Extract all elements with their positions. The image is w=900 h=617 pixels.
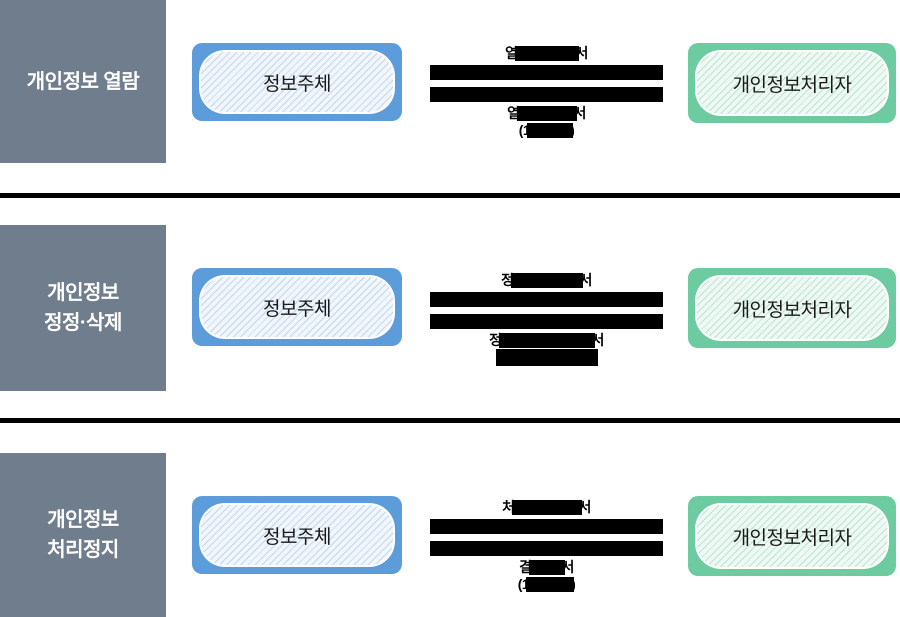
category-label-line2: 정정·삭제	[44, 312, 122, 334]
response-deadline-prefix: (1	[517, 576, 530, 592]
redaction-box	[514, 45, 579, 61]
response-deadline: (1 )	[519, 121, 575, 139]
response-label-suffix: 서	[561, 559, 575, 575]
redaction-box	[516, 105, 577, 121]
processor-label: 개인정보처리자	[695, 50, 889, 116]
processor-label: 개인정보처리자	[695, 503, 889, 569]
response-deadline-prefix: (1	[518, 122, 531, 138]
category-box: 개인정보 열람	[0, 0, 166, 163]
response-label-suffix: 서	[591, 332, 605, 348]
data-subject-box: 정보주체	[192, 496, 402, 574]
request-label: 처 서	[502, 499, 591, 515]
request-label-suffix: 서	[575, 45, 589, 61]
redaction-box	[511, 499, 582, 515]
response-arrow-bar	[430, 541, 663, 556]
category-label-line1: 개인정보	[47, 509, 119, 531]
category-label-line2: 처리정지	[47, 539, 119, 561]
arrow-cluster: 정 서 정 서	[430, 272, 663, 366]
response-deadline-suffix: )	[571, 576, 576, 592]
data-subject-label: 정보주체	[199, 275, 395, 339]
response-arrow-bar	[430, 87, 663, 102]
response-deadline	[495, 348, 598, 366]
data-subject-box: 정보주체	[192, 43, 402, 121]
response-deadline-suffix: )	[570, 122, 575, 138]
processor-label: 개인정보처리자	[695, 275, 889, 341]
arrow-cluster: 열 서 열 서 (1 )	[430, 45, 663, 139]
request-label-suffix: 서	[579, 272, 593, 288]
category-box: 개인정보 정정·삭제	[0, 225, 166, 391]
category-box: 개인정보 처리정지	[0, 453, 166, 617]
section-divider	[0, 193, 900, 198]
arrow-cluster: 처 서 결 서 (1 )	[430, 499, 663, 593]
response-label-suffix: 서	[573, 105, 587, 121]
section-divider	[0, 418, 900, 423]
redaction-box	[526, 576, 575, 592]
category-label-line1: 개인정보	[47, 282, 119, 304]
data-subject-label: 정보주체	[199, 50, 395, 114]
category-label-line1: 개인정보 열람	[26, 70, 140, 93]
redaction-box	[495, 348, 598, 366]
response-label: 열 서	[507, 105, 586, 121]
response-label: 정 서	[489, 332, 604, 348]
processor-box: 개인정보처리자	[688, 43, 896, 123]
request-label: 열 서	[505, 45, 588, 61]
request-arrow-bar	[430, 519, 663, 534]
response-deadline: (1 )	[518, 575, 576, 593]
processor-box: 개인정보처리자	[688, 496, 896, 576]
request-label: 정 서	[501, 272, 592, 288]
processor-box: 개인정보처리자	[688, 268, 896, 348]
redaction-box	[528, 559, 565, 575]
response-arrow-bar	[430, 314, 663, 329]
redaction-box	[498, 332, 595, 348]
response-label: 결 서	[519, 559, 574, 575]
request-arrow-bar	[430, 292, 663, 307]
data-subject-label: 정보주체	[199, 503, 395, 567]
redaction-box	[527, 122, 574, 138]
redaction-box	[510, 272, 583, 288]
request-label-suffix: 서	[578, 499, 592, 515]
data-subject-box: 정보주체	[192, 268, 402, 346]
request-arrow-bar	[430, 65, 663, 80]
